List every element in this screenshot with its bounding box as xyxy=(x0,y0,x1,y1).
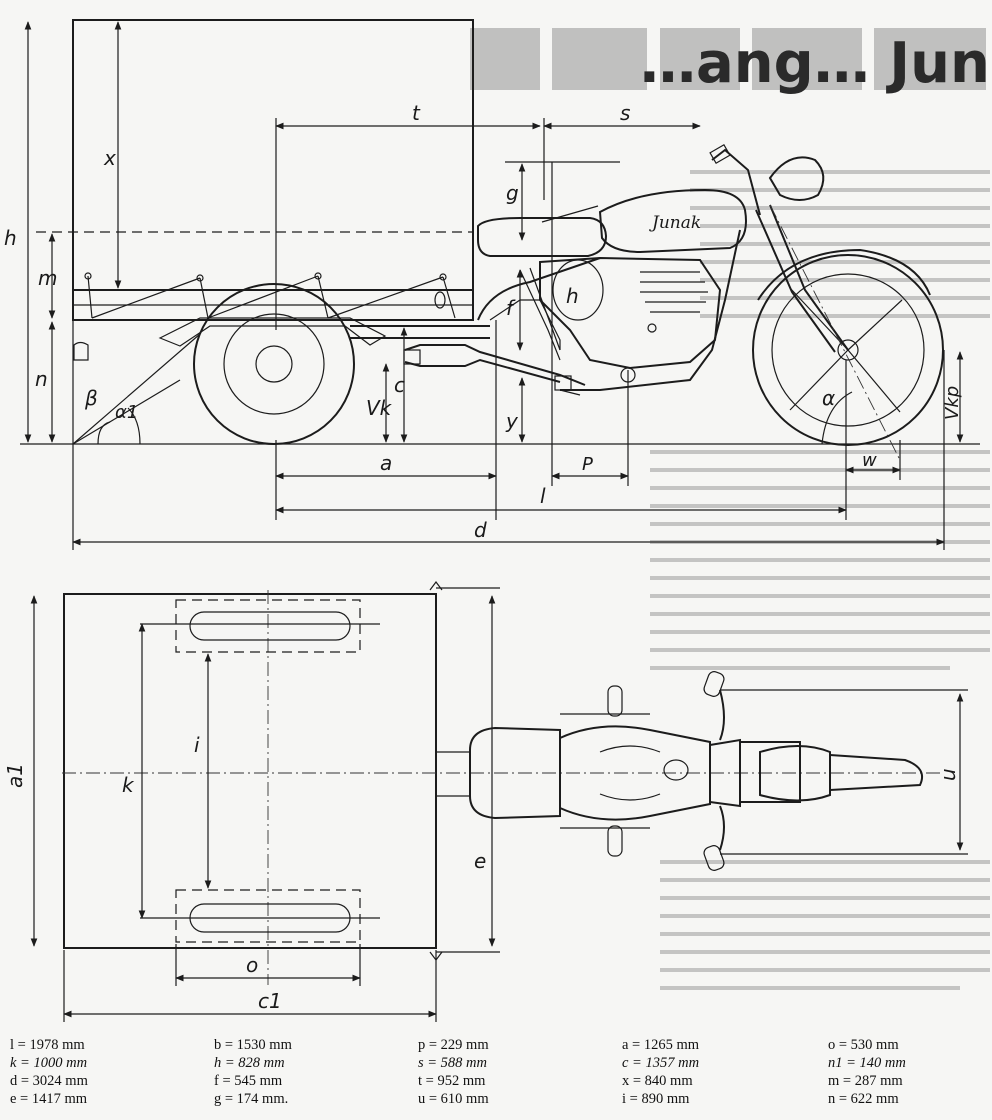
tank-brand: Junak xyxy=(649,213,701,233)
legend-row: e = 1417 mm xyxy=(10,1091,88,1107)
legend-column-4: a = 1265 mm c = 1357 mm x = 840 mm i = 8… xyxy=(622,1036,699,1108)
legend-row: p = 229 mm xyxy=(418,1037,489,1053)
legend-row: i = 890 mm xyxy=(622,1091,690,1107)
label-g: g xyxy=(506,181,519,205)
legend-row: l = 1978 mm xyxy=(10,1037,85,1053)
label-s: s xyxy=(620,101,630,125)
label-alpha1: α1 xyxy=(115,402,138,423)
headline-fragment: …ang… Junak xyxy=(640,31,992,96)
label-p: P xyxy=(582,454,593,475)
label-i: i xyxy=(194,733,200,757)
label-h-mid: h xyxy=(566,284,579,308)
legend-row: g = 174 mm. xyxy=(214,1091,289,1107)
legend-row: t = 952 mm xyxy=(418,1073,486,1089)
label-u: u xyxy=(936,768,960,781)
front-wheel xyxy=(752,248,944,446)
background-headline: …ang… Junak xyxy=(470,28,992,96)
legend-row: a = 1265 mm xyxy=(622,1037,700,1053)
label-a1: a1 xyxy=(3,763,27,788)
legend-column-5: o = 530 mm n1 = 140 mm m = 287 mm n = 62… xyxy=(828,1036,906,1108)
motorcycle-side: Junak xyxy=(477,143,944,461)
legend-row: s = 588 mm xyxy=(418,1055,487,1071)
background-article-text xyxy=(650,170,990,990)
top-view: a1 k i e o c1 xyxy=(3,581,968,1022)
label-e: e xyxy=(474,849,486,873)
label-n: n xyxy=(35,367,48,391)
side-dimensions: h m n x t s g f h xyxy=(4,21,964,550)
legend-row: h = 828 mm xyxy=(214,1055,285,1071)
label-alpha: α xyxy=(822,386,835,410)
exhaust xyxy=(403,344,586,391)
legend-row: c = 1357 mm xyxy=(622,1055,700,1071)
label-a: a xyxy=(380,451,392,475)
legend-column-1: l = 1978 mm k = 1000 mm d = 3024 mm e = … xyxy=(10,1036,88,1108)
label-l: l xyxy=(540,484,546,508)
label-h: h xyxy=(4,226,17,250)
legend-column-2: b = 1530 mm h = 828 mm f = 545 mm g = 17… xyxy=(214,1036,292,1108)
handlebar xyxy=(711,148,761,216)
legend-row: m = 287 mm xyxy=(828,1073,903,1089)
label-x: x xyxy=(103,146,116,170)
label-c: c xyxy=(394,373,405,397)
drawbar xyxy=(350,299,561,350)
cargo-box-outline xyxy=(72,19,474,291)
legend-row: b = 1530 mm xyxy=(214,1037,292,1053)
legend-row: d = 3024 mm xyxy=(10,1073,88,1089)
label-y: y xyxy=(505,409,519,433)
engine xyxy=(539,256,722,370)
legend-column-3: p = 229 mm s = 588 mm t = 952 mm u = 610… xyxy=(418,1036,489,1108)
cargo-straps xyxy=(84,272,456,319)
seat xyxy=(477,217,608,257)
legend-row: n1 = 140 mm xyxy=(828,1055,906,1071)
legend-row: o = 530 mm xyxy=(828,1037,899,1053)
legend-row: x = 840 mm xyxy=(622,1073,693,1089)
legend-row: n = 622 mm xyxy=(828,1091,899,1107)
label-beta: β xyxy=(84,386,98,410)
label-m: m xyxy=(38,266,57,290)
motorcycle-top: u xyxy=(436,671,968,871)
label-t: t xyxy=(412,101,421,125)
technical-drawing: …ang… Junak xyxy=(3,19,992,1022)
label-vk: Vk xyxy=(366,396,393,420)
trailer-wheel xyxy=(158,283,387,445)
dimension-legend: l = 1978 mm k = 1000 mm d = 3024 mm e = … xyxy=(0,1036,992,1120)
cargo-box-top xyxy=(63,593,437,949)
label-o: o xyxy=(246,953,258,977)
legend-row: u = 610 mm xyxy=(418,1091,489,1107)
label-d: d xyxy=(474,518,487,542)
label-w: w xyxy=(862,450,877,471)
label-vkp: Vkp xyxy=(942,386,963,420)
side-view: Junak xyxy=(4,19,980,550)
legend-row: k = 1000 mm xyxy=(10,1055,88,1071)
fuel-tank xyxy=(598,188,747,254)
label-c1: c1 xyxy=(258,989,282,1013)
legend-row: f = 545 mm xyxy=(214,1073,283,1089)
headlamp xyxy=(768,156,825,201)
label-k: k xyxy=(122,773,135,797)
label-f: f xyxy=(506,296,516,320)
